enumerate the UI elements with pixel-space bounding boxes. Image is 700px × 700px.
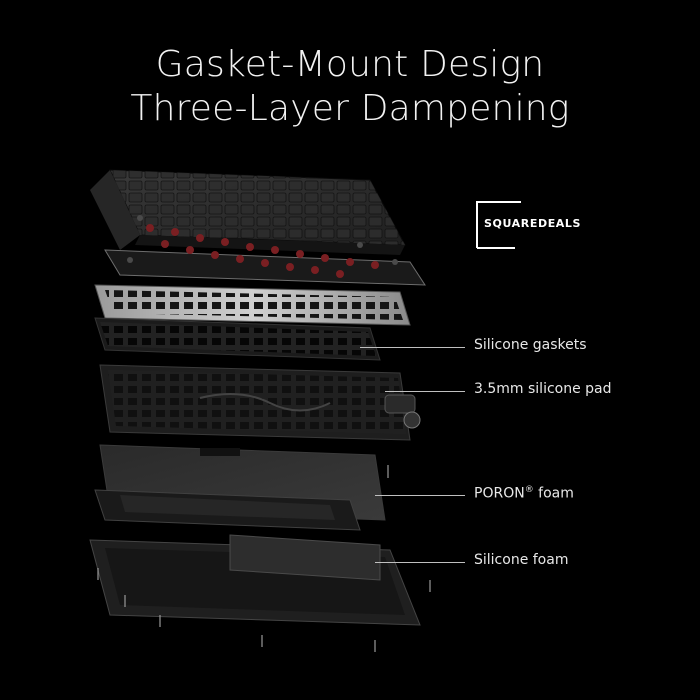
callout-leader-silicone-pad (385, 391, 465, 392)
callout-poron-foam: PORON® foam (474, 485, 574, 502)
callout-silicone-pad: 3.5mm silicone pad (474, 381, 612, 397)
title-line-1: Gasket-Mount Design (155, 44, 545, 85)
watermark-text: SQUAREDEALS (484, 217, 582, 230)
callout-silicone-gaskets: Silicone gaskets (474, 337, 587, 353)
callout-silicone-foam: Silicone foam (474, 552, 569, 568)
bottom-case-layer (89, 489, 421, 626)
registered-mark: ® (524, 485, 534, 495)
callout-leader-poron-foam (375, 495, 465, 496)
plate-layer (94, 284, 411, 326)
silicone-gasket-layer (94, 317, 381, 361)
switch-layer (104, 215, 426, 286)
callout-poron-suffix: foam (533, 485, 574, 502)
keycap-layer (90, 169, 406, 255)
pcb-layer (99, 364, 421, 441)
title-line-2: Three-Layer Dampening (130, 88, 570, 129)
callout-poron-prefix: PORON (474, 485, 525, 502)
screw-hardware (97, 465, 431, 652)
squaredeals-logo (476, 201, 521, 249)
callout-leader-silicone-gaskets (360, 347, 465, 348)
callout-leader-silicone-foam (375, 562, 465, 563)
